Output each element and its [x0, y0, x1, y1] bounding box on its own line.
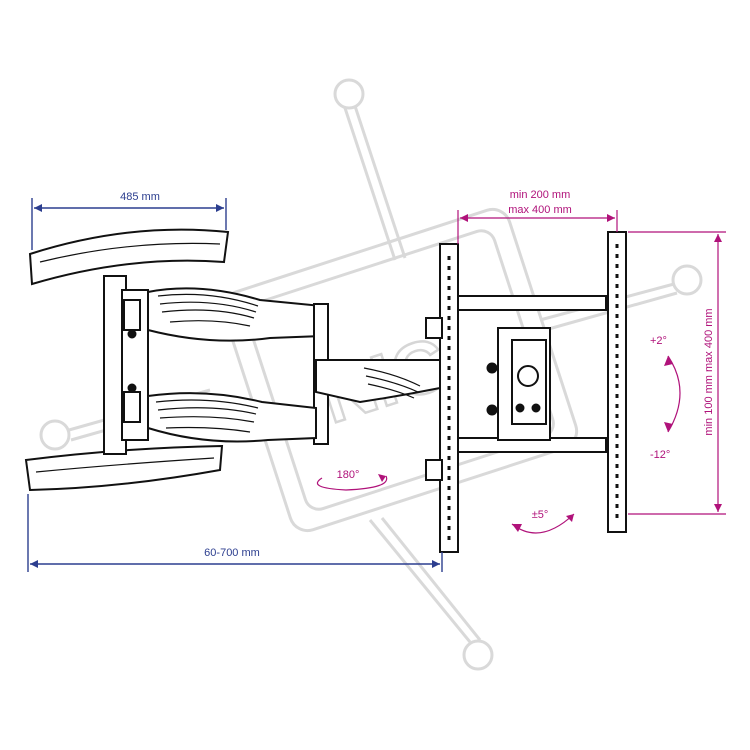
wall-plate-top — [28, 228, 230, 286]
vesa-h-min-label: min 200 mm — [510, 189, 571, 201]
lower-arm — [147, 392, 317, 443]
wall-plate-body — [103, 275, 149, 455]
swivel-label: 180° — [337, 469, 360, 481]
dimension-wall-plate-width: 485 mm — [31, 191, 227, 250]
wall-plate-bottom — [24, 444, 224, 492]
tilt-down-label: -12° — [650, 449, 670, 461]
center-tilt-plate — [486, 327, 551, 441]
vesa-h-max-label: max 400 mm — [508, 204, 572, 216]
upper-arm — [147, 287, 329, 445]
tilt-indicator: +2° -12° — [650, 335, 681, 461]
vesa-v-label: min 100 mm max 400 mm — [703, 308, 715, 435]
extension-label: 60-700 mm — [204, 547, 260, 559]
dimension-vesa-vertical: min 100 mm max 400 mm — [628, 231, 726, 515]
wall-plate-width-label: 485 mm — [120, 191, 160, 203]
dimension-vesa-horizontal: min 200 mm max 400 mm — [457, 189, 618, 244]
rotation-indicator: ±5° — [511, 509, 575, 534]
tilt-up-label: +2° — [650, 335, 667, 347]
dimension-extension: 60-700 mm — [27, 494, 443, 572]
rotation-label: ±5° — [532, 509, 549, 521]
tv-bracket-rails — [455, 295, 607, 453]
swivel-indicator: 180° — [316, 469, 388, 491]
left-vertical-bracket — [425, 243, 459, 553]
right-vertical-bracket — [607, 231, 627, 533]
